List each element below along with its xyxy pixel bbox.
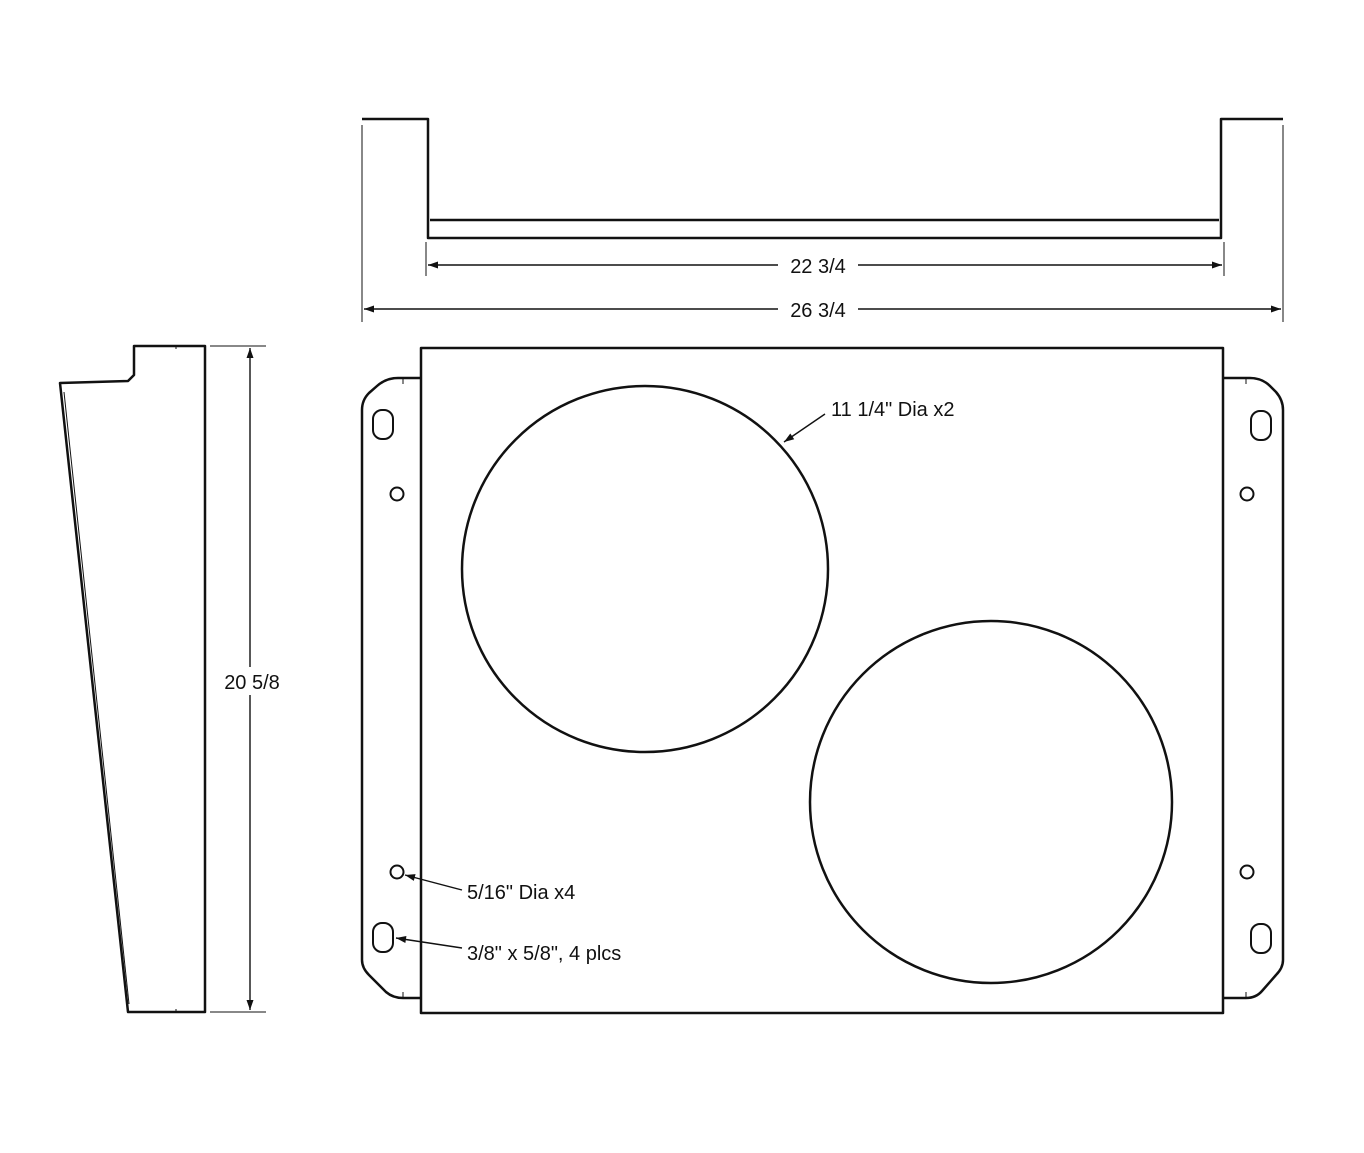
side-view-profile	[58, 344, 207, 1014]
mounting-hole	[1239, 486, 1255, 502]
small-hole-callout: 5/16" Dia x4	[467, 882, 575, 904]
side-view-inner-edge	[63, 391, 130, 1005]
label-mask	[214, 667, 288, 695]
slot-leader	[395, 936, 463, 949]
large-hole-leader	[783, 413, 826, 443]
label-mask	[778, 296, 858, 322]
mounting-hole	[389, 486, 405, 502]
label-mask	[778, 252, 858, 278]
mounting-hole	[389, 864, 405, 880]
top-view: 22 3/4 26 3/4	[361, 117, 1284, 322]
mounting-hole	[1239, 864, 1255, 880]
mounting-slot	[1250, 923, 1272, 954]
shroud-panel	[419, 346, 1225, 1015]
fan-opening-lower-right	[808, 619, 1174, 985]
large-hole-callout: 11 1/4" Dia x2	[831, 399, 954, 421]
top-view-profile	[362, 117, 1283, 240]
slot-callout: 3/8" x 5/8", 4 plcs	[467, 943, 621, 965]
mounting-slot	[1250, 410, 1272, 441]
fan-opening-upper-left	[460, 384, 830, 754]
overall-width-label: 26 3/4	[790, 300, 846, 322]
mounting-slot	[372, 409, 394, 440]
mounting-slot	[372, 922, 394, 953]
left-mounting-flange	[360, 376, 421, 1000]
front-view: 11 1/4" Dia x2 5/16" Dia x4 3/8" x 5/8",…	[360, 346, 1285, 1015]
height-label: 20 5/8	[224, 672, 280, 694]
right-mounting-flange	[1223, 376, 1285, 1000]
inner-width-label: 22 3/4	[790, 256, 846, 278]
small-hole-leader	[404, 874, 463, 891]
side-view: 20 5/8	[58, 344, 288, 1014]
